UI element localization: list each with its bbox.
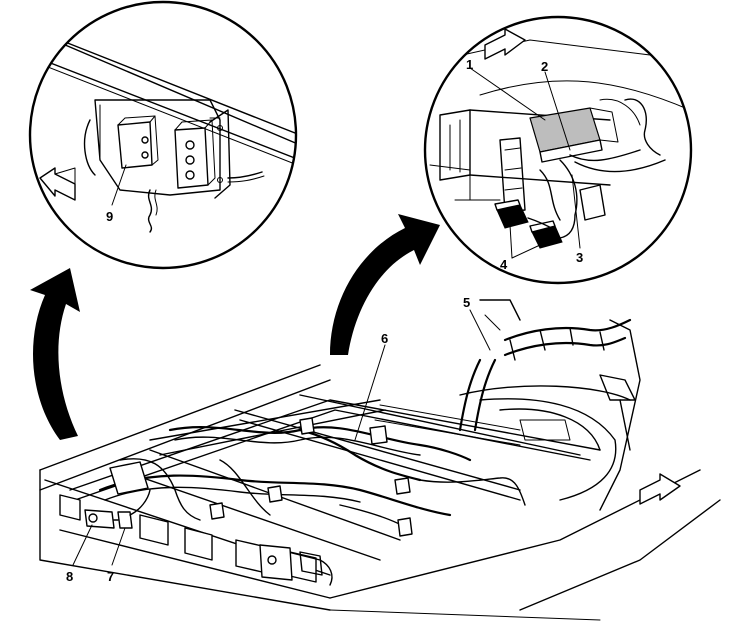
harness-clip-3	[394, 477, 411, 495]
callout-6: 6	[381, 331, 388, 346]
harness-clip-5	[397, 517, 413, 537]
callout-8: 8	[66, 569, 73, 584]
callout-1: 1	[466, 57, 473, 72]
callout-5: 5	[463, 295, 470, 310]
callout-2: 2	[541, 59, 548, 74]
harness-clip-4	[267, 485, 283, 503]
detail-circle-left	[28, 0, 298, 270]
callout-4: 4	[500, 257, 508, 272]
pointer-arrow-right-icon	[330, 214, 440, 355]
callout-7: 7	[107, 569, 114, 584]
detail-circle-left-border	[28, 0, 298, 270]
harness-clip-2	[369, 425, 388, 445]
tail-component	[109, 461, 149, 495]
frame-hole-5	[59, 494, 81, 521]
detail-left-content	[30, 29, 296, 233]
harness-clip-1	[299, 417, 315, 435]
lamp-connector	[259, 544, 293, 581]
direction-arrow-right-icon	[484, 28, 526, 60]
detail-right-content	[429, 28, 691, 259]
frame-hole-4	[289, 551, 317, 583]
direction-arrow-bottom-right-icon	[639, 473, 681, 505]
frame-hole-3	[235, 539, 263, 573]
callout-3: 3	[576, 250, 583, 265]
callout-labels: 1 2 3 4 5 6 7 8 9	[66, 57, 583, 584]
main-vehicle-view	[39, 299, 721, 621]
rear-connector-7	[117, 511, 133, 529]
frame-hole-2	[184, 527, 213, 561]
frame-hole-1	[139, 514, 169, 546]
pointer-arrow-left-icon	[30, 268, 80, 440]
direction-arrow-left-icon	[39, 167, 76, 201]
harness-clip-6	[209, 502, 225, 520]
detail-circle-right	[423, 15, 693, 285]
callout-9: 9	[106, 209, 113, 224]
